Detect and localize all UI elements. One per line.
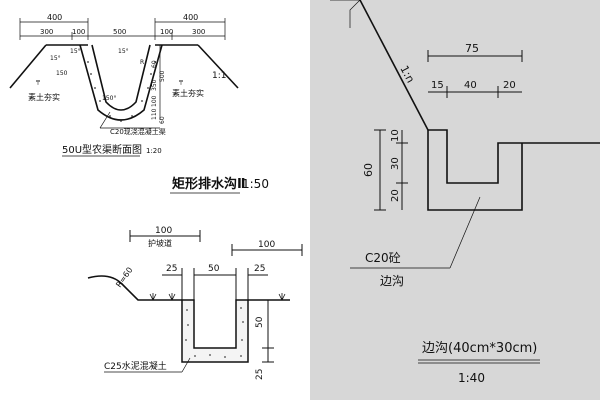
side-60-right: 60 — [159, 116, 166, 124]
right-bank-slope — [197, 44, 239, 89]
rect-dim-25-v: 25 — [255, 369, 265, 380]
u-channel-panel: 400 400 300 100 500 100 300 15° 15° 15° … — [0, 0, 300, 160]
dim-300-left: 300 — [40, 28, 53, 36]
slope-line — [359, 0, 429, 131]
soil-left-label: 素土夯实 — [28, 92, 60, 102]
dim-top-right: 400 — [183, 13, 198, 22]
side-dim-20: 20 — [503, 80, 516, 91]
side-dim-15: 15 — [431, 80, 444, 91]
rect-dim-100-right: 100 — [258, 240, 275, 250]
left-bank-slope — [9, 44, 47, 89]
rect-dim-50-v: 50 — [255, 316, 265, 328]
side-100: 100 — [151, 95, 158, 107]
side-ditch-drawing: 1:n 75 15 40 20 60 10 30 20 — [330, 0, 600, 385]
side-500: 500 — [159, 70, 166, 82]
ditch-inner-line — [428, 129, 600, 184]
rect-concrete-body — [181, 299, 249, 363]
radius-label: R — [140, 59, 144, 66]
soil-right-label: 素土夯实 — [172, 88, 204, 98]
soil-right-mark: 〒 — [178, 80, 184, 87]
rect-left-ground — [87, 275, 182, 301]
grass-marks — [149, 293, 286, 301]
side-110: 110 — [151, 108, 158, 120]
concrete-hatch — [87, 61, 156, 122]
side-dim-20-v: 20 — [390, 189, 401, 202]
rect-drain-drawing: 矩形排水沟Ⅱ 1:50 100 护坡道 100 R=60 — [87, 176, 303, 380]
rect-scale: 1:50 — [242, 177, 269, 191]
side-60-left: 60 — [151, 60, 158, 68]
bottom-angle: 150° — [102, 95, 116, 102]
side-scale: 1:40 — [458, 371, 485, 385]
soil-left-mark: 〒 — [35, 80, 41, 87]
angle-15-outer: 15° — [50, 55, 61, 62]
rect-material-label: C25水泥混凝土 — [104, 360, 167, 372]
rect-slope-note: 护坡道 — [148, 238, 172, 248]
side-dim-40: 40 — [464, 80, 477, 91]
rect-dim-50: 50 — [208, 264, 220, 274]
rect-drain-panel: 矩形排水沟Ⅱ 1:50 100 护坡道 100 R=60 — [0, 160, 310, 400]
u-material-label: C20现浇混凝土渠 — [110, 127, 166, 136]
side-dim-30: 30 — [390, 157, 401, 170]
side-ditch-panel: 1:n 75 15 40 20 60 10 30 20 — [310, 0, 600, 400]
dim-top-left: 400 — [47, 13, 62, 22]
ditch-outer-line — [427, 130, 523, 211]
side-350: 350 — [151, 79, 158, 91]
dim-100-right: 100 — [160, 28, 173, 36]
u-channel-drawing: 400 400 300 100 500 100 300 15° 15° 15° … — [9, 13, 239, 157]
corner-mark — [330, 0, 361, 28]
u-title: 50U型农渠断面图 — [62, 143, 142, 156]
side-dim-10: 10 — [390, 129, 401, 142]
side-dim-75: 75 — [465, 42, 479, 55]
rect-dim-100-top: 100 — [155, 226, 172, 236]
side-dim-60: 60 — [362, 163, 375, 177]
side-material-l1: C20砼 — [365, 251, 401, 265]
dim-500: 500 — [113, 28, 126, 36]
u-outer-wall — [79, 44, 163, 121]
slope-1-1: 1:1 — [212, 71, 226, 81]
rect-dim-25-left: 25 — [166, 264, 177, 274]
rect-title: 矩形排水沟Ⅱ — [171, 176, 246, 192]
angle-15-left: 15° — [70, 48, 81, 55]
side-title: 边沟(40cm*30cm) — [422, 341, 537, 356]
dim-100-left: 100 — [72, 28, 85, 36]
dim-300-right: 300 — [192, 28, 205, 36]
side-material-l2: 边沟 — [380, 274, 404, 288]
u-inner-wall — [91, 44, 151, 111]
angle-15-right: 15° — [118, 48, 129, 55]
slope-label: 1:n — [397, 63, 417, 85]
rect-dim-25-right: 25 — [254, 264, 265, 274]
rise-150: 150 — [56, 70, 68, 77]
u-scale: 1:20 — [146, 147, 162, 155]
rect-hatch — [185, 307, 244, 358]
